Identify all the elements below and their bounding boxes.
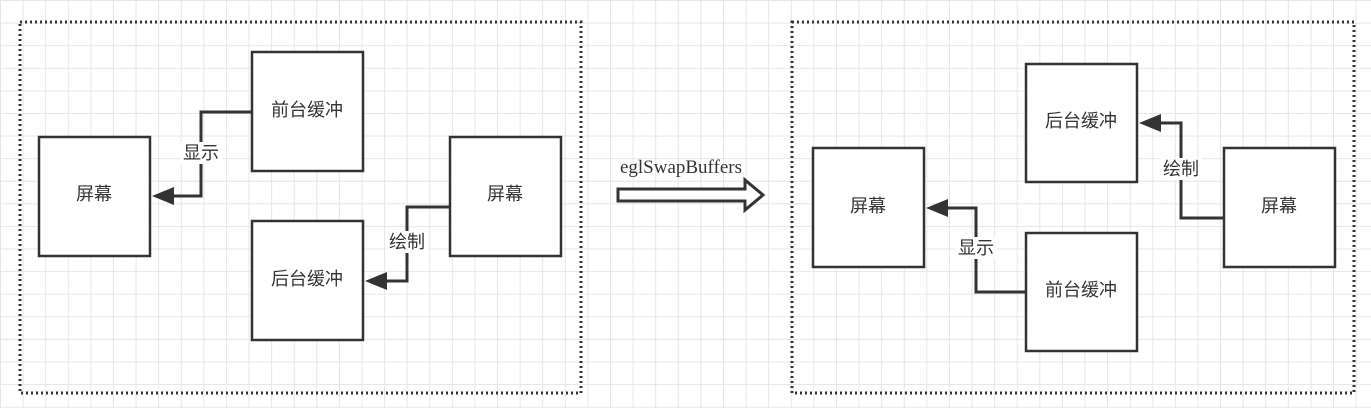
right-back-buffer-box bbox=[1024, 62, 1139, 184]
left-screen-label: 屏幕 bbox=[76, 184, 112, 205]
left-back-buffer-label: 后台缓冲 bbox=[271, 269, 343, 290]
right-screen-b-box bbox=[1222, 146, 1337, 269]
swap-arrow-icon bbox=[616, 176, 766, 214]
left-front-buffer-box bbox=[250, 50, 365, 173]
left-front-buffer-label: 前台缓冲 bbox=[271, 100, 343, 121]
arrowhead-icon bbox=[365, 272, 387, 290]
right-screen-label: 屏幕 bbox=[850, 196, 886, 217]
right-front-buffer-box bbox=[1024, 231, 1139, 353]
right-back-buffer-label: 后台缓冲 bbox=[1045, 111, 1117, 132]
left-draw-label: 绘制 bbox=[389, 232, 425, 253]
arrowhead-icon bbox=[152, 187, 174, 205]
right-screen-b-label: 屏幕 bbox=[1261, 196, 1297, 217]
right-screen-box bbox=[811, 146, 926, 269]
right-front-buffer-label: 前台缓冲 bbox=[1045, 280, 1117, 301]
arrowhead-icon bbox=[926, 199, 948, 217]
left-back-buffer-box bbox=[250, 219, 365, 342]
swap-label: eglSwapBuffers bbox=[620, 157, 742, 178]
left-screen-box bbox=[37, 135, 152, 258]
left-screen-b-box bbox=[448, 135, 563, 258]
left-screen-b-label: 屏幕 bbox=[487, 184, 523, 205]
right-draw-label: 绘制 bbox=[1163, 159, 1199, 180]
right-display-label: 显示 bbox=[958, 238, 994, 259]
arrowhead-icon bbox=[1139, 114, 1161, 132]
right-panel bbox=[790, 20, 1356, 395]
left-panel bbox=[18, 20, 583, 395]
left-display-label: 显示 bbox=[183, 143, 219, 164]
